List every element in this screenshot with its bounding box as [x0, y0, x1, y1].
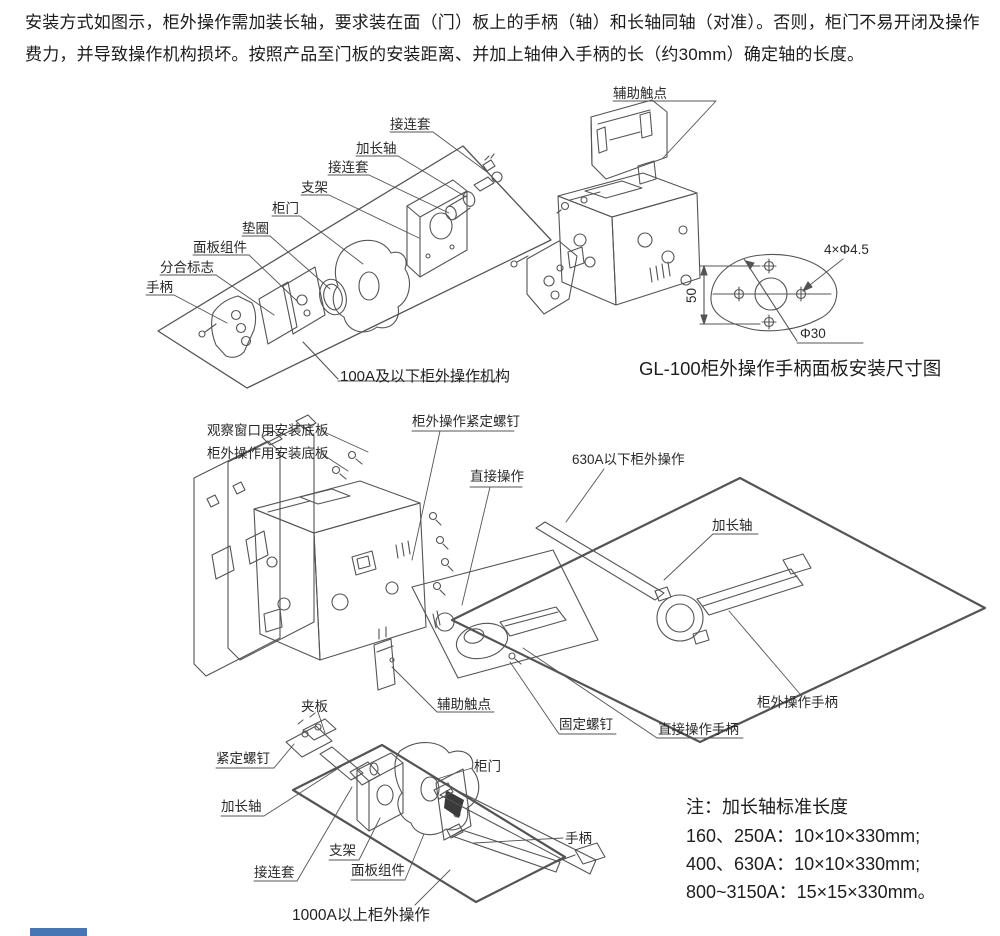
label-handle-100a: 手柄	[146, 280, 173, 295]
label-direct-operation: 直接操作	[470, 469, 524, 484]
caption-100a: 100A及以下柜外操作机构	[340, 368, 511, 385]
label-clamp-plate: 夹板	[301, 699, 328, 714]
label-washer: 垫圈	[242, 221, 269, 236]
label-on-off-indicator: 分合标志	[160, 260, 214, 275]
label-aux-contact-top: 辅助触点	[613, 86, 667, 101]
note-line-1: 160、250A：10×10×330mm;	[686, 826, 921, 846]
label-cabinet-door-100a: 柜门	[272, 201, 299, 216]
note-title: 注：加长轴标准长度	[686, 797, 848, 817]
label-set-screw-630a: 柜外操作紧定螺钉	[412, 414, 520, 429]
footer-accent-bar	[30, 928, 87, 936]
label-panel-assembly-1000a: 面板组件	[351, 863, 405, 878]
caption-1000a: 1000A以上柜外操作	[292, 907, 430, 924]
label-handle-1000a: 手柄	[565, 831, 592, 846]
dim-hole-spec: 4×Φ4.5	[824, 242, 869, 257]
label-cabinet-door-1000a: 柜门	[474, 759, 501, 774]
diagram-1000a-art	[215, 711, 606, 906]
label-bracket-100a: 支架	[301, 180, 328, 195]
label-external-handle: 柜外操作手柄	[757, 695, 838, 710]
caption-dimension-drawing: GL-100柜外操作手柄面板安装尺寸图	[639, 358, 942, 379]
diagram-630a-art	[193, 414, 987, 744]
intro-text-line1: 安装方式如图示，柜外操作需加装长轴，要求装在面（门）板上的手柄（轴）和长轴同轴（…	[25, 13, 980, 32]
label-extension-shaft-1000a: 加长轴	[221, 799, 262, 814]
label-panel-assembly-100a: 面板组件	[193, 240, 247, 255]
label-connector-sleeve-1000a: 接连套	[254, 865, 295, 880]
label-connector-sleeve-top: 接连套	[390, 117, 431, 132]
label-external-base-plate: 柜外操作用安装底板	[207, 446, 329, 461]
intro-text-line2: 费力，并导致操作机构损坏。按照产品至门板的安装距离、并加上轴伸入手柄的长（约30…	[25, 45, 865, 64]
label-extension-shaft-630a: 加长轴	[712, 518, 753, 533]
diagram-aux-art	[510, 99, 717, 315]
note-line-3: 800~3150A：15×15×330mm。	[686, 882, 936, 902]
label-set-screw-1000a: 紧定螺钉	[216, 751, 270, 766]
label-bracket-1000a: 支架	[329, 843, 356, 858]
label-extension-shaft-100a: 加长轴	[356, 141, 397, 156]
diagram-100a-art	[145, 131, 552, 389]
note-line-2: 400、630A：10×10×330mm;	[686, 854, 921, 874]
dim-center-hole: Φ30	[800, 326, 826, 341]
dimension-drawing-art	[699, 253, 864, 344]
label-connector-sleeve-bottom: 接连套	[328, 160, 369, 175]
label-aux-contact-middle: 辅助触点	[437, 697, 491, 712]
label-fixing-screw: 固定螺钉	[559, 717, 613, 732]
label-direct-handle: 直接操作手柄	[658, 722, 739, 737]
dim-height-50: 50	[684, 287, 699, 303]
label-630a-title: 630A以下柜外操作	[572, 452, 685, 467]
label-window-base-plate: 观察窗口用安装底板	[207, 423, 329, 438]
